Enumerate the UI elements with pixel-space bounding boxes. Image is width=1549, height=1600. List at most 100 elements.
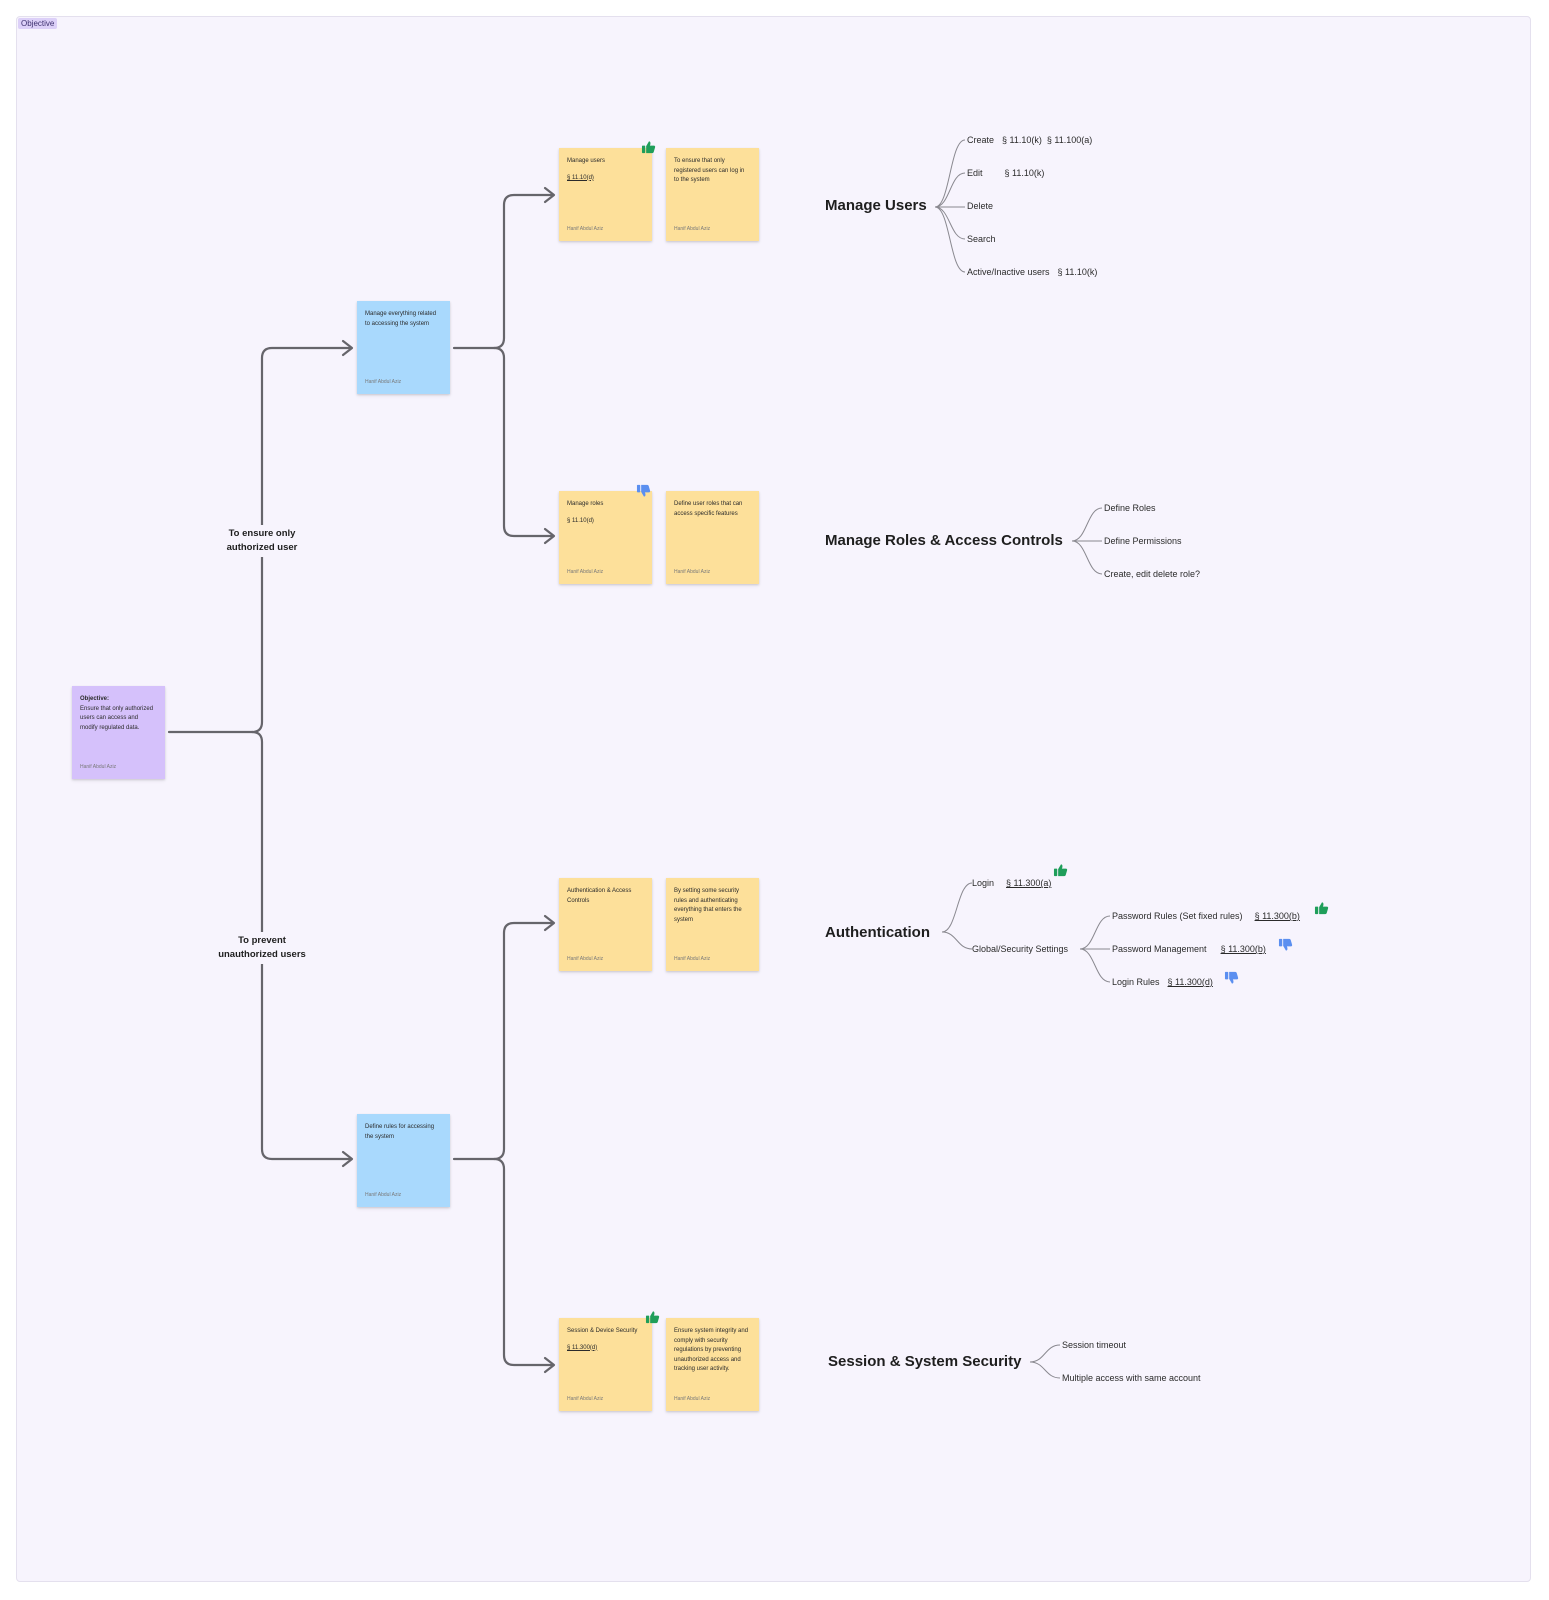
mindmap-node-edit[interactable]: Edit § 11.10(k) bbox=[967, 167, 1047, 179]
thumbs-down-icon[interactable] bbox=[636, 484, 651, 498]
sticky-text: By setting some security rules and authe… bbox=[674, 888, 742, 923]
sticky-author: Hanif Abdul Aziz bbox=[567, 955, 604, 962]
sticky-author: Hanif Abdul Aziz bbox=[567, 225, 604, 232]
node-label: Login bbox=[972, 878, 995, 888]
mindmap-branch-active bbox=[934, 206, 966, 273]
connector-rules-branch-lower bbox=[492, 1157, 554, 1367]
arrowhead-auth bbox=[543, 914, 556, 932]
mindmap-node-global-security-settings[interactable]: Global/Security Settings bbox=[972, 943, 1071, 955]
mindmap-node-define-permissions[interactable]: Define Permissions bbox=[1104, 535, 1184, 547]
node-ref: § 11.10(k) bbox=[1002, 135, 1042, 145]
mindmap-node-password-management[interactable]: Password Management § 11.300(b) bbox=[1112, 943, 1268, 955]
node-label: Login Rules bbox=[1112, 977, 1160, 987]
manage-users-sticky[interactable]: Manage users § 11.10(d) Hanif Abdul Aziz bbox=[559, 148, 652, 241]
mindmap-branch-search bbox=[934, 206, 966, 240]
thumbs-up-icon[interactable] bbox=[1053, 863, 1068, 877]
node-label: Search bbox=[967, 234, 996, 244]
manage-roles-desc-sticky[interactable]: Define user roles that can access specif… bbox=[666, 491, 759, 584]
arrowhead-access bbox=[341, 339, 354, 357]
mindmap-title-authentication[interactable]: Authentication bbox=[825, 924, 930, 941]
node-ref: § 11.10(k) bbox=[1004, 168, 1045, 178]
auth-desc-sticky[interactable]: By setting some security rules and authe… bbox=[666, 878, 759, 971]
mindmap-node-password-rules[interactable]: Password Rules (Set fixed rules)§ 11.300… bbox=[1112, 910, 1302, 922]
mindmap-node-login-rules[interactable]: Login Rules § 11.300(d) bbox=[1112, 976, 1215, 988]
mindmap-branch-create-role bbox=[1071, 540, 1103, 575]
node-label: Session timeout bbox=[1062, 1340, 1127, 1350]
session-desc-sticky[interactable]: Ensure system integrity and comply with … bbox=[666, 1318, 759, 1411]
mindmap-node-multiple-access[interactable]: Multiple access with same account bbox=[1062, 1372, 1203, 1384]
session-sticky[interactable]: Session & Device Security § 11.300(d) Ha… bbox=[559, 1318, 652, 1411]
node-ref: § 11.300(b) bbox=[1254, 911, 1300, 921]
mindmap-node-delete[interactable]: Delete bbox=[967, 200, 996, 212]
objective-text: Ensure that only authorized users can ac… bbox=[80, 705, 154, 731]
sticky-text: Define rules for accessing the system bbox=[365, 1124, 435, 1140]
access-sticky[interactable]: Manage everything related to accessing t… bbox=[357, 301, 450, 394]
branch-label-bottom[interactable]: To prevent unauthorized users bbox=[207, 932, 317, 964]
arrowhead-manage-users bbox=[543, 186, 556, 204]
node-ref: § 11.300(d) bbox=[1167, 977, 1213, 987]
rules-sticky[interactable]: Define rules for accessing the system Ha… bbox=[357, 1114, 450, 1207]
arrowhead-rules bbox=[341, 1150, 354, 1168]
node-ref: § 11.100(a) bbox=[1046, 135, 1093, 145]
node-label: Multiple access with same account bbox=[1062, 1373, 1201, 1383]
mindmap-title-session[interactable]: Session & System Security bbox=[828, 1353, 1022, 1370]
mindmap-node-create[interactable]: Create § 11.10(k) § 11.100(a) bbox=[967, 134, 1095, 146]
frame-label[interactable]: Objective bbox=[18, 18, 58, 29]
thumbs-down-icon[interactable] bbox=[1224, 971, 1239, 985]
mindmap-title-manage-roles[interactable]: Manage Roles & Access Controls bbox=[825, 532, 1063, 549]
sticky-text: To ensure that only registered users can… bbox=[674, 158, 745, 183]
objective-sticky[interactable]: Objective: Ensure that only authorized u… bbox=[72, 686, 165, 779]
mindmap-branch-session-timeout bbox=[1029, 1344, 1061, 1363]
thumbs-up-icon[interactable] bbox=[1314, 901, 1329, 915]
node-label: Password Management bbox=[1112, 944, 1207, 954]
sticky-author: Hanif Abdul Aziz bbox=[674, 225, 711, 232]
node-ref: § 11.10(k) bbox=[1057, 267, 1098, 277]
mindmap-node-active-inactive[interactable]: Active/Inactive users § 11.10(k) bbox=[967, 266, 1100, 278]
mindmap-branch-create bbox=[934, 139, 966, 208]
sticky-text: Define user roles that can access specif… bbox=[674, 501, 743, 517]
sticky-text: Manage everything related to accessing t… bbox=[365, 311, 437, 327]
objective-heading: Objective: bbox=[80, 696, 110, 702]
mindmap-branch-multiple-access bbox=[1029, 1361, 1061, 1379]
mindmap-node-define-roles[interactable]: Define Roles bbox=[1104, 502, 1158, 514]
mindmap-branch-edit bbox=[934, 172, 966, 208]
mindmap-node-session-timeout[interactable]: Session timeout bbox=[1062, 1339, 1129, 1351]
node-label: Create bbox=[967, 135, 995, 145]
mindmap-node-login[interactable]: Login§ 11.300(a) bbox=[972, 877, 1054, 889]
node-ref: § 11.300(b) bbox=[1220, 944, 1266, 954]
sticky-author: Hanif Abdul Aziz bbox=[674, 955, 711, 962]
mindmap-branch-login-rules bbox=[1079, 948, 1111, 983]
node-label: Edit bbox=[967, 168, 983, 178]
sticky-text: Ensure system integrity and comply with … bbox=[674, 1328, 749, 1372]
node-label: Define Permissions bbox=[1104, 536, 1182, 546]
sticky-author: Hanif Abdul Aziz bbox=[674, 568, 711, 575]
mindmap-node-create-edit-delete-role[interactable]: Create, edit delete role? bbox=[1104, 568, 1203, 580]
branch-label-top[interactable]: To ensure only authorized user bbox=[207, 525, 317, 557]
canvas-frame bbox=[16, 16, 1531, 1582]
mindmap-branch-password-rules bbox=[1079, 915, 1111, 950]
node-label: Delete bbox=[967, 201, 994, 211]
sticky-ref[interactable]: § 11.300(d) bbox=[567, 1344, 598, 1351]
node-label: Active/Inactive users bbox=[967, 267, 1050, 277]
mindmap-title-manage-users[interactable]: Manage Users bbox=[825, 197, 927, 214]
manage-roles-sticky[interactable]: Manage roles § 11.10(d) Hanif Abdul Aziz bbox=[559, 491, 652, 584]
connector-objective-trunk-lower bbox=[250, 730, 352, 1161]
node-label: Create, edit delete role? bbox=[1104, 569, 1201, 579]
thumbs-up-icon[interactable] bbox=[641, 140, 656, 154]
sticky-author: Hanif Abdul Aziz bbox=[567, 1395, 604, 1402]
mindmap-node-search[interactable]: Search bbox=[967, 233, 998, 245]
connector-access-branch-lower bbox=[492, 346, 554, 538]
manage-users-desc-sticky[interactable]: To ensure that only registered users can… bbox=[666, 148, 759, 241]
arrowhead-manage-roles bbox=[543, 527, 556, 545]
thumbs-up-icon[interactable] bbox=[645, 1310, 660, 1324]
thumbs-down-icon[interactable] bbox=[1278, 938, 1293, 952]
sticky-title: Manage roles bbox=[567, 501, 604, 507]
sticky-author: Hanif Abdul Aziz bbox=[674, 1395, 711, 1402]
auth-sticky[interactable]: Authentication & Access Controls Hanif A… bbox=[559, 878, 652, 971]
sticky-ref[interactable]: § 11.10(d) bbox=[567, 174, 594, 181]
arrowhead-session bbox=[543, 1356, 556, 1374]
sticky-title: Authentication & Access Controls bbox=[567, 888, 632, 904]
sticky-author: Hanif Abdul Aziz bbox=[365, 378, 402, 385]
sticky-ref[interactable]: § 11.10(d) bbox=[567, 517, 594, 524]
sticky-title: Manage users bbox=[567, 158, 606, 164]
